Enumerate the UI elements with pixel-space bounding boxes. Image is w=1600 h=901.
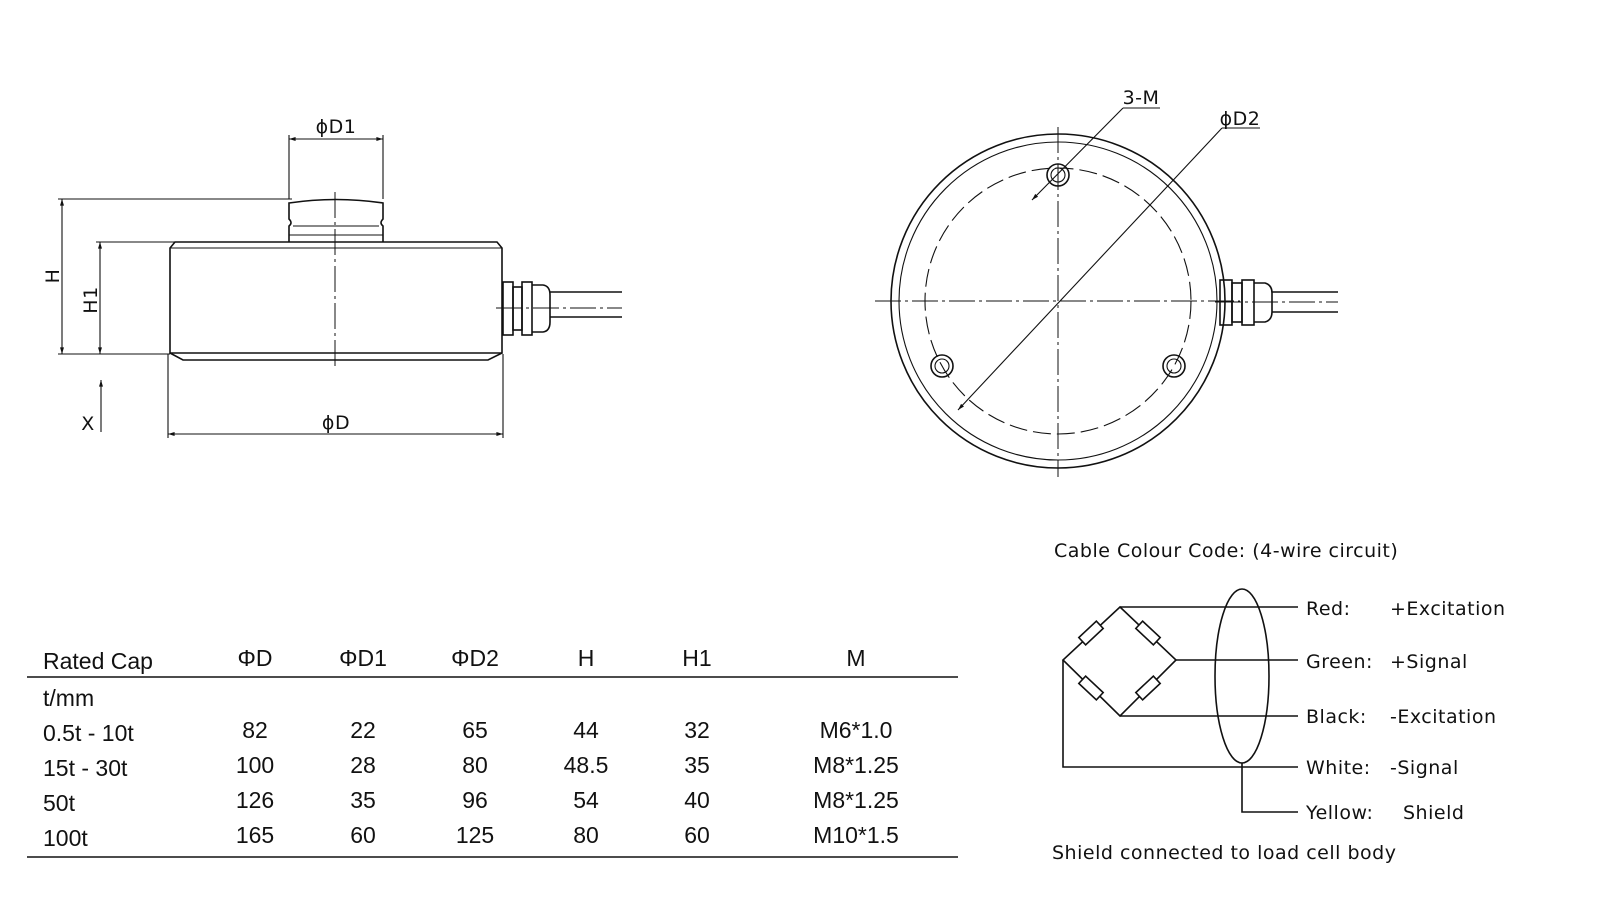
table-cell: 96 (462, 787, 488, 813)
resistor-icon (1077, 675, 1105, 701)
wire-colour-label: White: (1306, 757, 1371, 779)
wiring-title: Cable Colour Code: (4-wire circuit) (1054, 540, 1398, 562)
table-cell: 100 (236, 752, 274, 778)
wire-colour-label: Red: (1306, 598, 1351, 620)
table-cell: 35 (350, 787, 376, 813)
table-cell: 165 (236, 822, 274, 848)
dimension-lines (58, 135, 504, 438)
table-header: M (846, 645, 865, 671)
table-cell: 100t (43, 825, 88, 851)
top-view: 3-M ϕD2 (875, 87, 1338, 477)
side-view: ϕD1 ϕD H H1 X (42, 116, 622, 438)
table-header: Rated Cap (43, 648, 153, 674)
table-cell: 82 (242, 717, 268, 743)
resistor-icon (1134, 620, 1162, 646)
table-cell: M8*1.25 (813, 752, 899, 778)
table-cell: 15t - 30t (43, 755, 128, 781)
mounting-hole (1162, 354, 1186, 378)
table-cell: 60 (350, 822, 376, 848)
table-cell: 28 (350, 752, 376, 778)
table-unit-label: t/mm (43, 685, 94, 711)
table-cell: 80 (573, 822, 599, 848)
wire-colour-label: Yellow: (1305, 802, 1373, 824)
dimension-label-h1: H1 (80, 286, 102, 313)
table-cell: 54 (573, 787, 599, 813)
table-cell: 44 (573, 717, 599, 743)
wire-function-label: +Signal (1390, 651, 1468, 673)
wiring-diagram: Cable Colour Code: (4-wire circuit) Red:… (1052, 540, 1506, 864)
table-header: H1 (682, 645, 711, 671)
wire-function-label: +Excitation (1390, 598, 1506, 620)
dimension-label-d1: ϕD1 (316, 116, 357, 138)
wire-function-label: -Excitation (1390, 706, 1496, 728)
table-cell: 65 (462, 717, 488, 743)
wire-function-label: -Signal (1390, 757, 1459, 779)
table-header: ΦD (238, 645, 273, 671)
resistor-icon (1077, 620, 1105, 646)
load-cell-body (169, 192, 503, 370)
table-cell: 0.5t - 10t (43, 720, 134, 746)
table-header: ΦD1 (339, 645, 387, 671)
cable-gland (496, 281, 622, 336)
cable-gland (1215, 279, 1338, 326)
shield-note: Shield connected to load cell body (1052, 842, 1396, 864)
specification-table: Rated Cap ΦD ΦD1 ΦD2 H H1 Mt/mm 0.5t - 10t 82 22 6… (27, 645, 958, 858)
wire-colour-label: Black: (1306, 706, 1367, 728)
table-cell: M8*1.25 (813, 787, 899, 813)
mounting-hole (930, 354, 954, 378)
table-cell: 125 (456, 822, 494, 848)
table-cell: M10*1.5 (813, 822, 899, 848)
dimension-label-d: ϕD (322, 412, 350, 434)
wire-function-label: Shield (1403, 802, 1464, 824)
table-cell: 32 (684, 717, 710, 743)
table-cell: 80 (462, 752, 488, 778)
table-header: H (578, 645, 595, 671)
dimension-label-d2: ϕD2 (1220, 108, 1261, 130)
table-cell: 22 (350, 717, 376, 743)
table-cell: 60 (684, 822, 710, 848)
table-cell: 50t (43, 790, 76, 816)
dimension-label-h: H (42, 269, 64, 284)
axis-label-x: X (81, 413, 95, 435)
table-cell: 48.5 (564, 752, 609, 778)
resistor-icon (1134, 675, 1162, 701)
table-cell: 126 (236, 787, 274, 813)
table-cell: M6*1.0 (820, 717, 893, 743)
table-cell: 35 (684, 752, 710, 778)
table-header: ΦD2 (451, 645, 499, 671)
table-cell: 40 (684, 787, 710, 813)
wire-colour-label: Green: (1306, 651, 1373, 673)
thread-label-m: 3-M (1123, 87, 1160, 109)
